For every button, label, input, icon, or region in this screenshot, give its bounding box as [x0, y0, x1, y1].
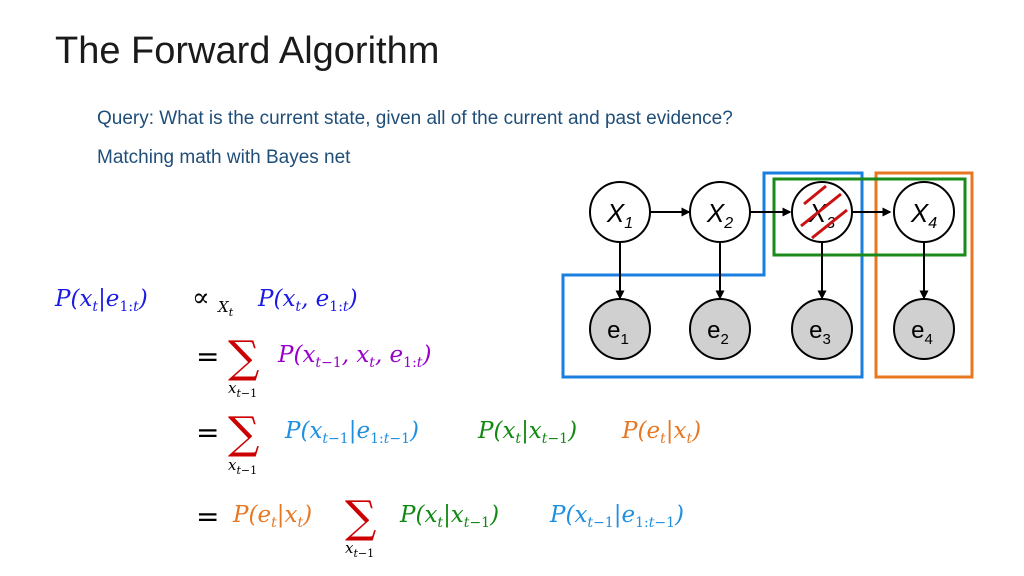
svg-text:P(et|xt): P(et|xt) — [621, 418, 701, 447]
node-x2: X2 — [689, 181, 751, 243]
svg-text:e4: e4 — [911, 317, 933, 348]
svg-text:X2: X2 — [706, 198, 733, 232]
svg-text:P(xt−1, xt, e1:t): P(xt−1, xt, e1:t) — [277, 342, 431, 371]
node-e2: e2 — [689, 298, 751, 360]
prob-lhs: P(x — [54, 286, 92, 312]
node-e3: e3 — [791, 298, 853, 360]
equation-row-4: = P(et|xt) ∑ xt−1 P(xt|xt−1) P(xt−1|e1:t… — [196, 492, 684, 560]
svg-text:e2: e2 — [707, 317, 729, 348]
svg-text:=: = — [196, 340, 219, 373]
svg-text:X4: X4 — [910, 198, 937, 232]
sum-symbol: ∑ — [228, 408, 259, 459]
equation-row-1: P(xt|e1:t) ∝ Xt P(xt, e1:t) — [54, 283, 358, 319]
equation-row-3: = ∑ xt−1 P(xt−1|e1:t−1) P(xt|xt−1) P(et|… — [196, 408, 701, 477]
svg-text:P(xt|xt−1): P(xt|xt−1) — [399, 502, 499, 531]
bullet-query: Query: What is the current state, given … — [97, 108, 733, 129]
svg-text:xt−1: xt−1 — [228, 456, 257, 477]
svg-text:P(xt−1|e1:t−1): P(xt−1|e1:t−1) — [549, 502, 684, 531]
node-x1: X1 — [589, 181, 651, 243]
slide-title: The Forward Algorithm — [55, 30, 440, 72]
sum-symbol: ∑ — [345, 492, 376, 543]
svg-text:Xt: Xt — [217, 298, 234, 319]
svg-text:P(et|xt): P(et|xt) — [232, 502, 312, 531]
node-x3: X3 — [791, 181, 853, 243]
proportional-symbol: ∝ — [192, 283, 210, 313]
node-x4: X4 — [893, 181, 955, 243]
svg-text:e1: e1 — [607, 317, 629, 348]
svg-text:xt−1: xt−1 — [228, 379, 257, 400]
node-e1: e1 — [589, 298, 651, 360]
svg-text:=: = — [196, 416, 219, 449]
prob-joint: P(x — [257, 286, 295, 312]
svg-text:P(xt|e1:t): P(xt|e1:t) — [54, 286, 148, 315]
green-box — [772, 177, 967, 257]
svg-text:X1: X1 — [606, 198, 633, 232]
svg-text:xt−1: xt−1 — [345, 539, 374, 560]
svg-text:P(xt|xt−1): P(xt|xt−1) — [477, 418, 577, 447]
orange-box — [874, 171, 974, 379]
svg-text:e3: e3 — [809, 317, 831, 348]
bullet-matching: Matching math with Bayes net — [97, 147, 351, 168]
node-e4: e4 — [893, 298, 955, 360]
svg-text:P(xt−1|e1:t−1): P(xt−1|e1:t−1) — [284, 418, 419, 447]
blue-box — [561, 171, 864, 379]
equation-row-2: = ∑ xt−1 P(xt−1, xt, e1:t) — [196, 332, 431, 400]
svg-text:P(xt, e1:t): P(xt, e1:t) — [257, 286, 358, 315]
sum-symbol: ∑ — [228, 332, 259, 383]
cross-out-marks — [800, 184, 848, 240]
svg-text:=: = — [196, 500, 219, 533]
